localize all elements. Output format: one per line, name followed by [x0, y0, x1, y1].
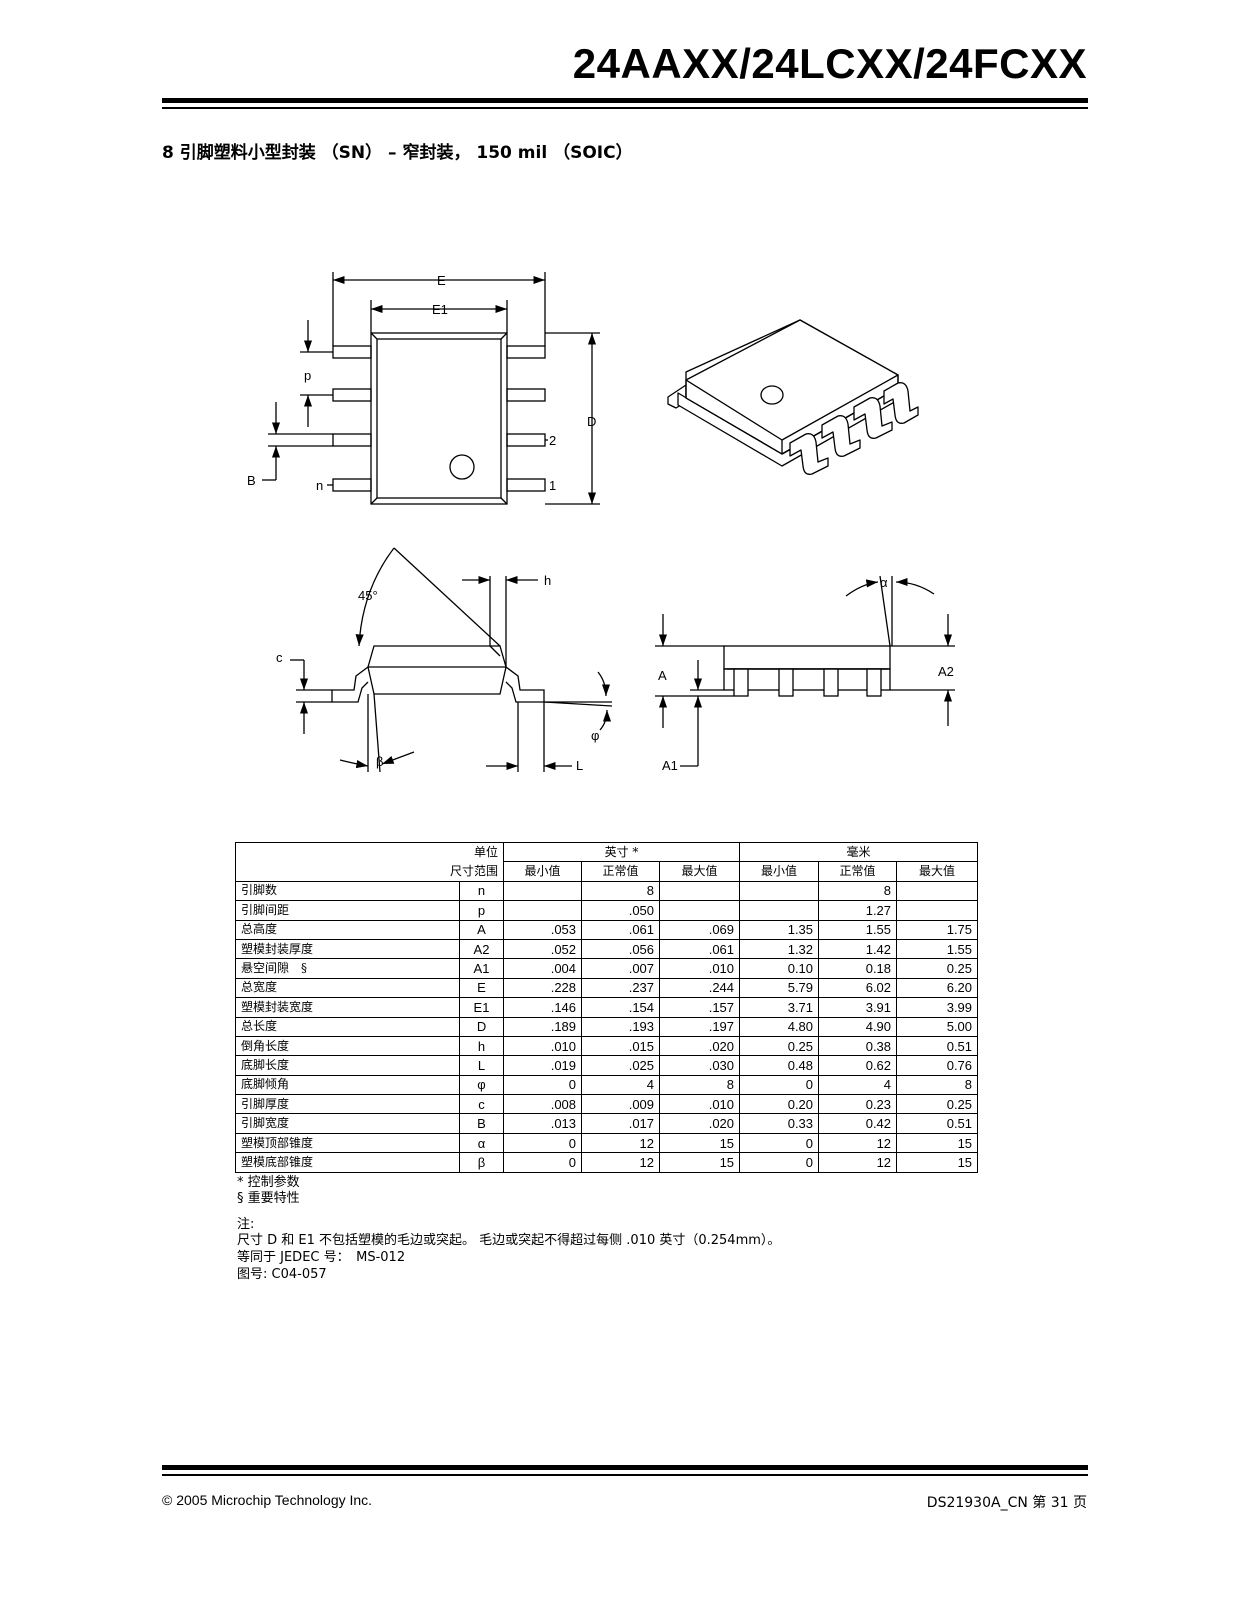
label-pin2: 2: [549, 433, 556, 448]
label-45deg: 45°: [358, 588, 378, 603]
note-control-parameter: * 控制参数: [237, 1175, 300, 1190]
table-row: 总宽度 E .228 .237 .244 5.79 6.02 6.20: [235, 977, 979, 999]
label-alpha: α: [880, 575, 888, 590]
header-dim-limits: 尺寸范围: [234, 861, 505, 882]
label-A1: A1: [662, 758, 678, 773]
footer-copyright: © 2005 Microchip Technology Inc.: [162, 1492, 373, 1508]
side-view-right: [655, 575, 955, 767]
table-row: 总高度 A .053 .061 .069 1.35 1.55 1.75: [235, 919, 979, 940]
table-row: 引脚宽度 B .013 .017 .020 0.33 0.42 0.51: [235, 1113, 979, 1134]
footer-rule-thin: [162, 1474, 1088, 1476]
label-p: p: [304, 368, 311, 383]
label-E1: E1: [432, 302, 448, 317]
note-significant-characteristic: § 重要特性: [237, 1191, 300, 1206]
table-row: 悬空间隙 § A1 .004 .007 .010 0.10 0.18 0.25: [235, 958, 979, 979]
table-header-row-units: 单位 英寸 * 毫米: [234, 841, 979, 863]
top-view: [262, 272, 600, 505]
section-title: 8 引脚塑料小型封装 （SN） – 窄封装， 150 mil （SOIC）: [162, 143, 633, 163]
header-unit: 单位: [234, 841, 505, 862]
header-mm: 毫米: [739, 841, 979, 863]
header-nom: 正常值: [581, 861, 661, 882]
header-inches: 英寸 *: [503, 841, 741, 863]
header-rule-thin: [162, 107, 1088, 109]
header-max: 最大值: [659, 861, 741, 882]
label-c: c: [276, 650, 283, 665]
header-rule-thick: [162, 98, 1088, 103]
label-n: n: [316, 478, 323, 493]
table-row: 塑模封装宽度 E1 .146 .154 .157 3.71 3.91 3.99: [235, 997, 979, 1018]
note-line-3: 图号: C04-057: [237, 1267, 327, 1282]
table-row: 塑模顶部锥度 α 0 12 15 0 12 15: [235, 1132, 979, 1154]
document-title: 24AAXX/24LCXX/24FCXX: [572, 40, 1087, 87]
package-body: [370, 332, 508, 505]
label-phi: φ: [591, 728, 599, 743]
label-E: E: [437, 273, 446, 288]
table-row: 倒角长度 h .010 .015 .020 0.25 0.38 0.51: [235, 1035, 979, 1057]
footer-rule-thick: [162, 1465, 1088, 1470]
pin1-marker: [449, 454, 475, 480]
label-B: B: [247, 473, 256, 488]
label-L: L: [576, 758, 583, 773]
side-view-left: [290, 547, 613, 773]
package-drawing: E E1 D p B n 2 1: [247, 272, 955, 773]
label-D: D: [587, 414, 596, 429]
table-header-row-limits: 尺寸范围 最小值 正常值 最大值 最小值 正常值 最大值: [234, 861, 979, 882]
isometric-view: [667, 319, 919, 475]
header-max-mm: 最大值: [896, 861, 979, 882]
label-pin1: 1: [549, 478, 556, 493]
iso-pin1-marker: [760, 385, 784, 405]
label-beta: β: [376, 754, 383, 769]
table-row: 引脚数 n 8 8: [235, 880, 979, 902]
label-A2: A2: [938, 664, 954, 679]
dimension-table: 单位 英寸 * 毫米 尺寸范围 最小值 正常值 最大值 最小值 正常值 最大值 …: [234, 841, 979, 1173]
table-row: 底脚倾角 φ 0 4 8 0 4 8: [235, 1074, 979, 1096]
table-row: 总长度 D .189 .193 .197 4.80 4.90 5.00: [235, 1016, 979, 1037]
table-row: 底脚长度 L .019 .025 .030 0.48 0.62 0.76: [235, 1055, 979, 1076]
table-row: 塑模底部锥度 β 0 12 15 0 12 15: [235, 1152, 979, 1173]
header-nom-mm: 正常值: [818, 861, 898, 882]
note-line-2: 等同于 JEDEC 号： MS-012: [237, 1250, 406, 1265]
table-row: 塑模封装厚度 A2 .052 .056 .061 1.32 1.42 1.55: [235, 938, 979, 960]
label-A: A: [658, 668, 667, 683]
footer-page-number: DS21930A_CN 第 31 页: [926, 1495, 1087, 1511]
note-line-1: 尺寸 D 和 E1 不包括塑模的毛边或突起。 毛边或突起不得超过每侧 .010 …: [237, 1233, 781, 1248]
notes-heading: 注:: [237, 1217, 255, 1232]
table-row: 引脚间距 p .050 1.27: [235, 900, 979, 921]
label-h: h: [544, 573, 551, 588]
header-min-mm: 最小值: [739, 861, 820, 882]
table-row: 引脚厚度 c .008 .009 .010 0.20 0.23 0.25: [235, 1094, 979, 1115]
header-min: 最小值: [503, 861, 583, 882]
